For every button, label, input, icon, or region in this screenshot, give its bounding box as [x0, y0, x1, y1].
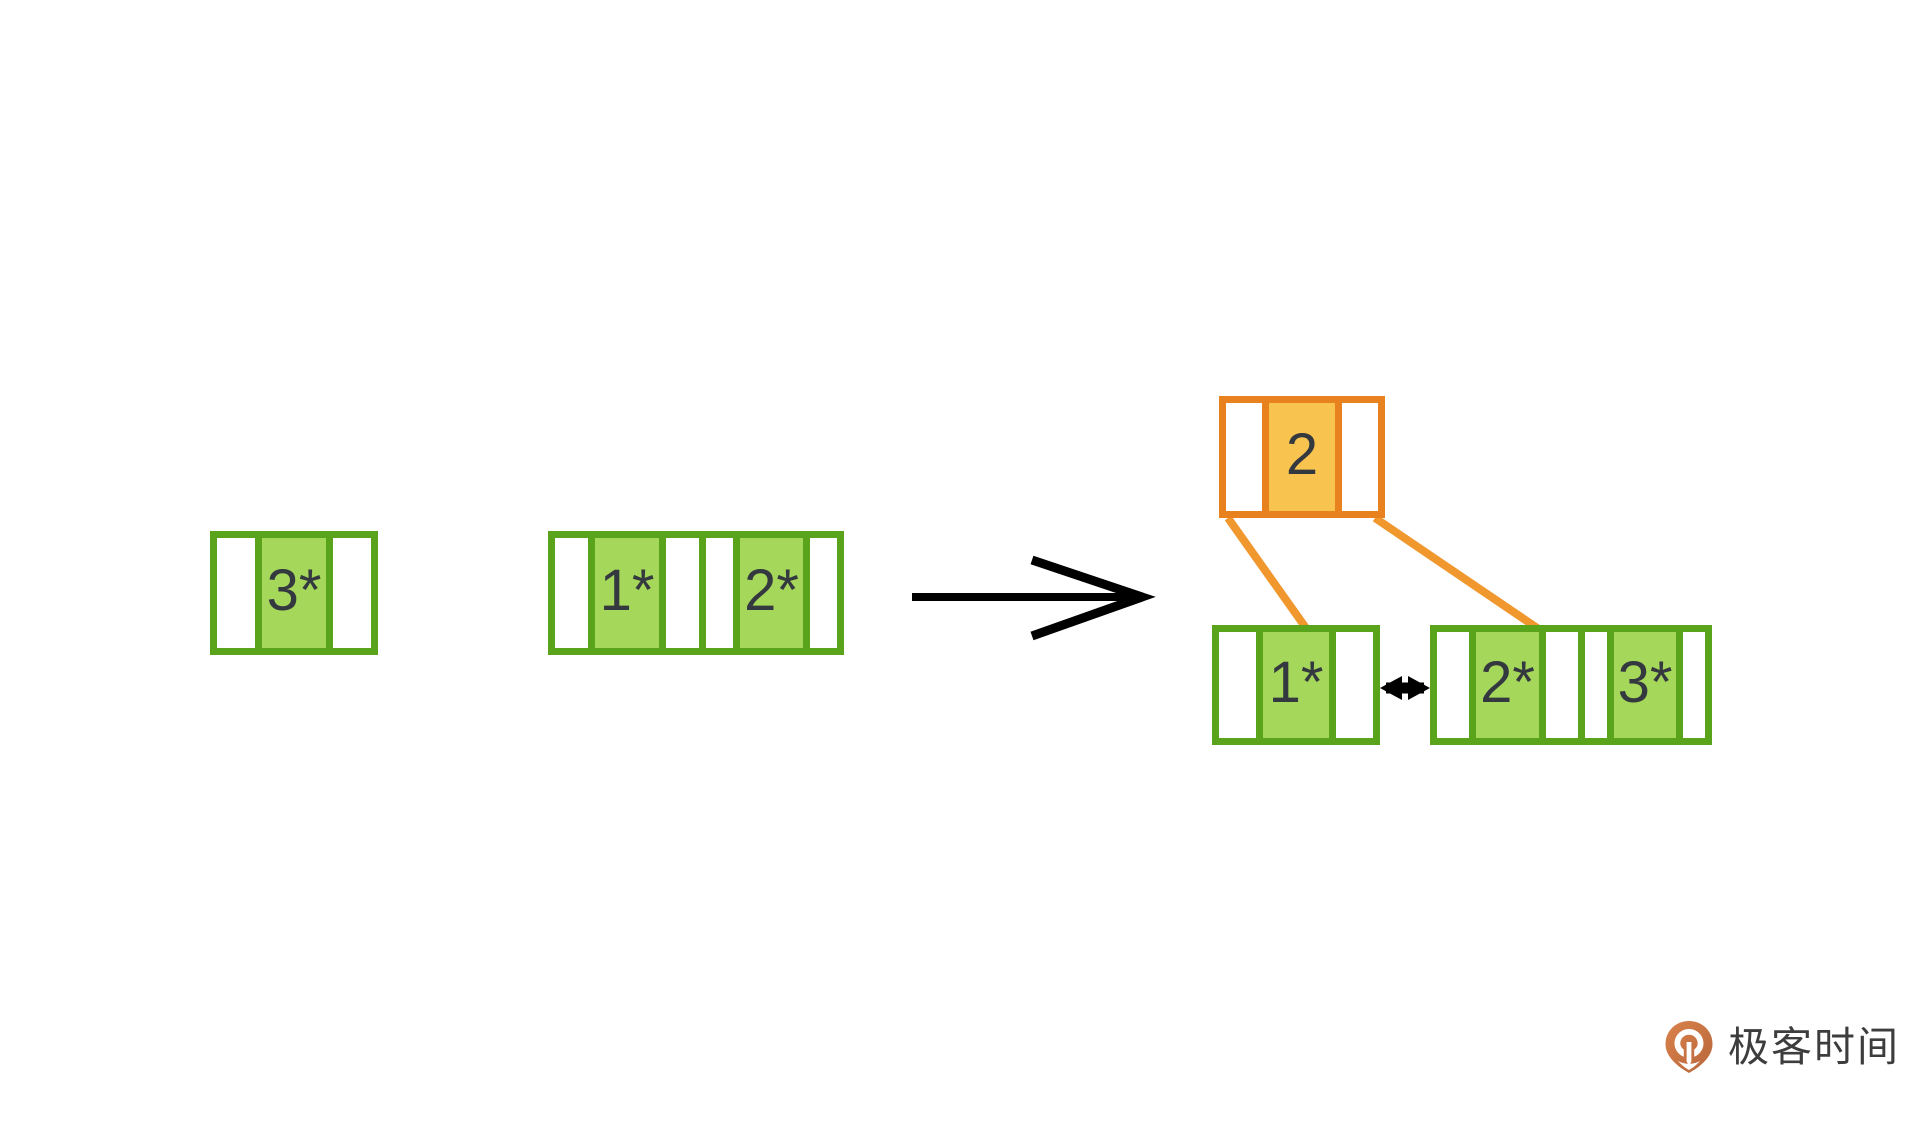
node-pointer-cell-right — [666, 538, 699, 648]
child-left-node-1[interactable]: 1* — [1212, 625, 1380, 745]
node-pointer-cell-left — [1585, 632, 1607, 738]
node-group-pair-1[interactable]: 1* — [548, 531, 706, 655]
node-pointer-cell-left — [1437, 632, 1469, 738]
node-pointer-cell-left — [217, 538, 255, 648]
node-value-label: 2* — [744, 558, 799, 623]
node-pointer-cell-left — [1219, 632, 1256, 738]
node-value-cell: 3* — [255, 538, 333, 648]
transform-arrow — [912, 555, 1156, 641]
node-group-pair-2[interactable]: 2* — [699, 531, 844, 655]
node-value-cell: 3* — [1607, 632, 1683, 738]
parent-node-2[interactable]: 2 — [1219, 396, 1385, 518]
node-pointer-cell-right — [810, 538, 837, 648]
geektime-logo-icon — [1664, 1020, 1714, 1074]
node-value-label: 2* — [1480, 650, 1535, 715]
node-value-label: 1* — [599, 558, 655, 623]
parent-pointer-cell-left — [1226, 403, 1262, 511]
node-value-cell: 1* — [1256, 632, 1336, 738]
node-pointer-cell-right — [333, 538, 371, 648]
node-pointer-cell-right — [1683, 632, 1705, 738]
child-right-node-3[interactable]: 3* — [1578, 625, 1712, 745]
node-pointer-cell-left — [706, 538, 733, 648]
node-value-cell: 2* — [1469, 632, 1546, 738]
node-pointer-cell-right — [1546, 632, 1578, 738]
brand-logo: 极客时间 — [1664, 1020, 1900, 1074]
parent-value-cell: 2 — [1262, 403, 1342, 511]
node-value-cell: 1* — [588, 538, 666, 648]
node-value-label: 3* — [266, 558, 322, 623]
node-pointer-cell-left — [555, 538, 588, 648]
sibling-double-arrow — [1380, 676, 1430, 700]
node-value-label: 1* — [1268, 650, 1324, 715]
node-value-cell: 2* — [733, 538, 810, 648]
parent-pointer-cell-right — [1342, 403, 1378, 511]
node-value-label: 3* — [1617, 650, 1673, 715]
parent-value-label: 2 — [1285, 422, 1319, 487]
node-group-single-3[interactable]: 3* — [210, 531, 378, 655]
brand-name: 极客时间 — [1728, 1022, 1900, 1071]
node-pointer-cell-right — [1336, 632, 1373, 738]
child-right-node-2[interactable]: 2* — [1430, 625, 1585, 745]
